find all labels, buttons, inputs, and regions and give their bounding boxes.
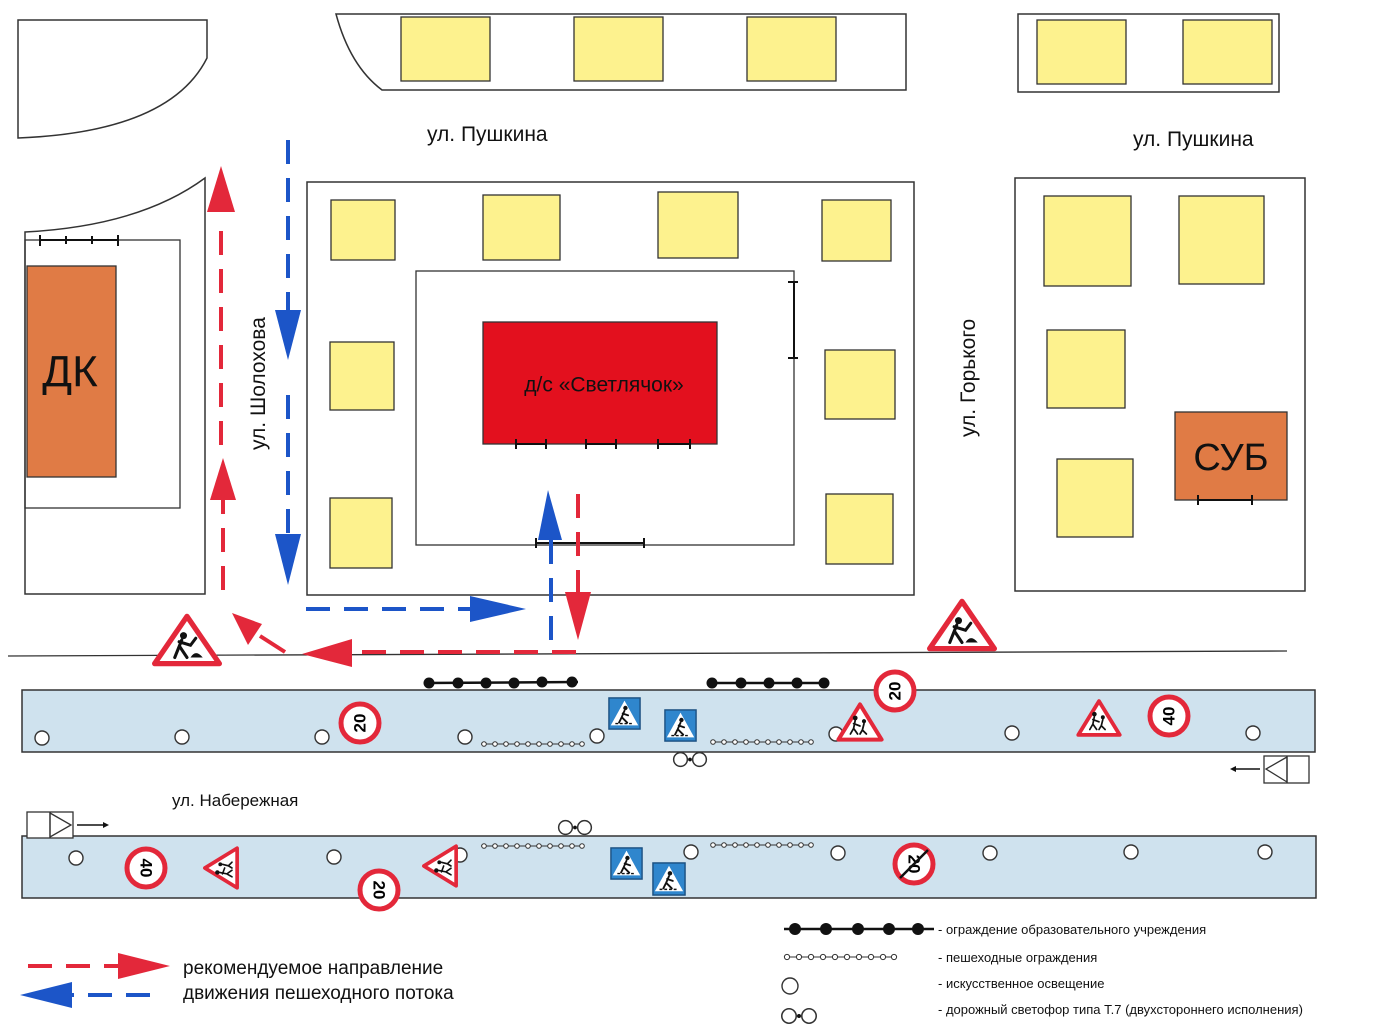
building: [657, 191, 739, 259]
traffic-direction-left: [1230, 755, 1310, 784]
street-lamp-icon: [34, 725, 1273, 866]
end-speed-limit-sign-icon: 20: [895, 845, 933, 883]
svg-text:20: 20: [351, 714, 370, 733]
dk-label: ДК: [42, 348, 98, 397]
top-right-block: [1017, 13, 1280, 93]
sub-building: [1174, 411, 1288, 501]
top-left-block: [17, 19, 208, 139]
building: [825, 493, 894, 565]
kerb-line: [7, 650, 1288, 657]
pedestrian-fence: [481, 739, 814, 849]
legend-route-arrows: [20, 953, 170, 1008]
dk-building: [26, 265, 117, 478]
street-label-pushkina: ул. Пушкина: [427, 123, 548, 146]
pedestrian-crossing-sign-icon: [664, 709, 697, 742]
legend: рекомендуемое направление движения пешех…: [20, 922, 1303, 1025]
svg-text:40: 40: [1160, 707, 1179, 726]
building: [482, 194, 561, 261]
legend-lighting-text: - искусственное освещение: [938, 976, 1104, 991]
dk-block: [24, 176, 206, 595]
top-middle-block: [335, 13, 907, 91]
street-label-sholokhova: ул. Шолохова: [247, 317, 270, 450]
street-label-pushkina: ул. Пушкина: [1133, 128, 1254, 151]
legend-route-text: рекомендуемое направление: [183, 958, 443, 979]
road-works-sign-icon: [930, 601, 995, 648]
legend-ped-fence-icon: [783, 953, 898, 961]
legend-edu-fence-icon: [784, 923, 934, 935]
sub-block: [1014, 177, 1306, 592]
legend-edu-fence-text: - ограждение образовательного учреждения: [938, 922, 1206, 937]
kindergarten-block: [306, 181, 915, 596]
building: [573, 16, 664, 82]
legend-route-text: движения пешеходного потока: [183, 983, 454, 1004]
street-label-naberezhnaya: ул. Набережная: [172, 791, 298, 810]
building: [1046, 329, 1126, 409]
building: [329, 341, 395, 411]
recommended-route-blue: [275, 140, 562, 640]
svg-text:20: 20: [370, 881, 389, 900]
traffic-direction-right: [26, 811, 109, 839]
recommended-route-red: [207, 166, 591, 667]
education-fence: [423, 676, 830, 689]
legend-traffic-light-text: - дорожный светофор типа Т.7 (двухсторон…: [938, 1002, 1303, 1017]
legend-lamp-icon: [781, 977, 799, 995]
pedestrian-crossing-sign-icon: [608, 697, 641, 730]
road-works-sign-icon: [155, 616, 220, 663]
speed-limit-sign-icon: 40: [1150, 697, 1188, 735]
kindergarten-building: [482, 321, 718, 445]
pedestrian-crossing-sign-icon: [652, 862, 686, 896]
legend-traffic-light-icon: [780, 1007, 818, 1025]
svg-text:40: 40: [137, 859, 156, 878]
building: [1036, 19, 1127, 85]
traffic-light-icon: [557, 819, 593, 836]
building: [329, 497, 393, 569]
building: [824, 349, 896, 420]
kindergarten-label: д/с «Светлячок»: [524, 374, 683, 397]
building: [330, 199, 396, 261]
traffic-light-icon: [672, 751, 708, 768]
legend-ped-fence-text: - пешеходные ограждения: [938, 950, 1097, 965]
speed-limit-sign-icon: 40: [127, 849, 165, 887]
svg-text:20: 20: [886, 682, 905, 701]
pedestrian-crossing-sign-icon: [610, 847, 643, 880]
sub-label: СУБ: [1193, 437, 1268, 479]
building: [1178, 195, 1265, 285]
building: [1043, 195, 1132, 287]
street-label-gorkogo: ул. Горького: [957, 319, 980, 437]
building: [1056, 458, 1134, 538]
speed-limit-sign-icon: 20: [341, 704, 379, 742]
building: [746, 16, 837, 82]
speed-limit-sign-icon: 20: [360, 871, 398, 909]
building: [1182, 19, 1273, 85]
kindergarten-territory: [415, 270, 795, 546]
speed-limit-sign-icon: 20: [876, 672, 914, 710]
building: [821, 199, 892, 262]
building: [400, 16, 491, 82]
